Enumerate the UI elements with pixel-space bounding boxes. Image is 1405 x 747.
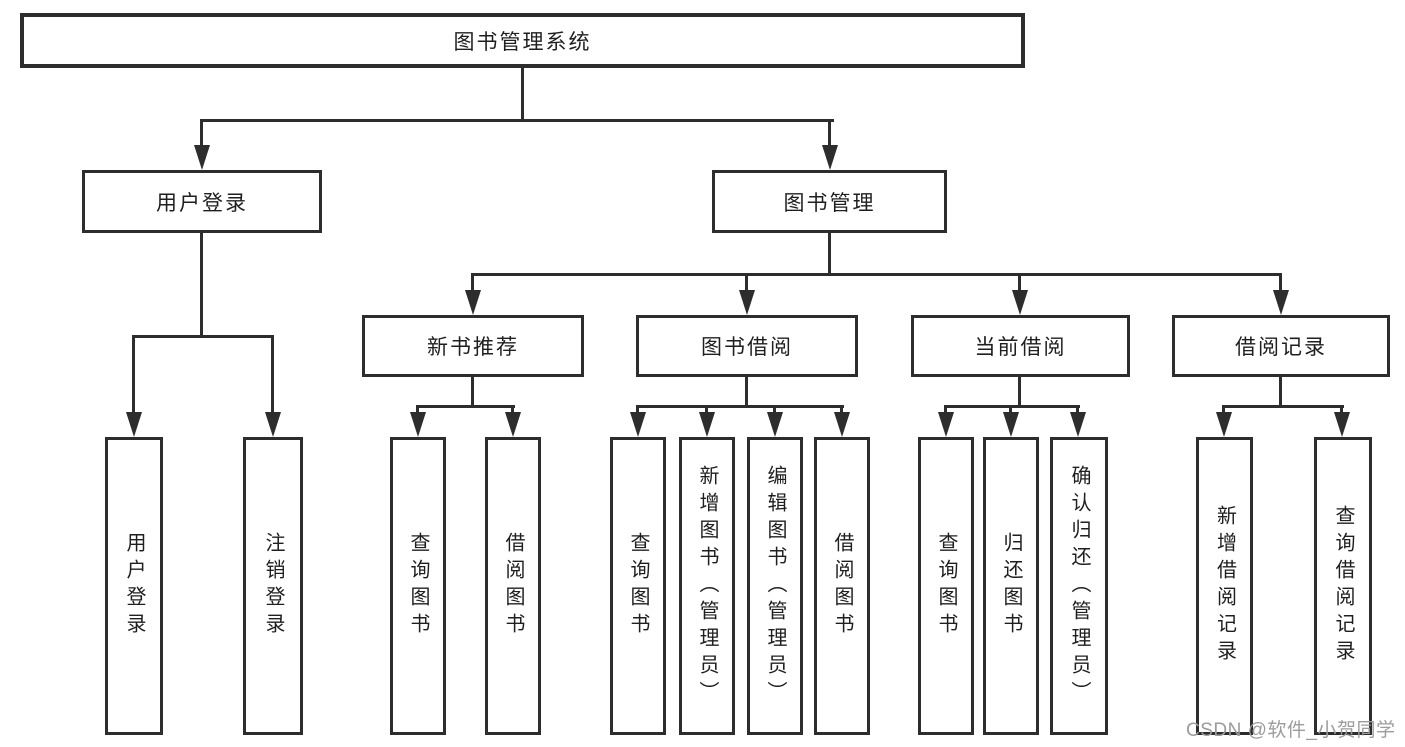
node-library-system: 图书管理系统 bbox=[20, 13, 1025, 68]
arrow-down-icon bbox=[1216, 412, 1232, 437]
arrow-down-icon bbox=[194, 145, 210, 170]
connector-line bbox=[773, 405, 776, 417]
arrow-down-icon bbox=[938, 412, 954, 437]
leaf-logout: 注销登录 bbox=[243, 437, 303, 735]
arrow-down-icon bbox=[1070, 412, 1086, 437]
leaf-confirm-return-admin: 确认归还（管理员） bbox=[1050, 437, 1108, 735]
arrow-down-icon bbox=[465, 290, 481, 315]
connector-line bbox=[840, 405, 843, 417]
leaf-add-borrow-record: 新增借阅记录 bbox=[1196, 437, 1253, 735]
leaf-borrow-books: 借阅图书 bbox=[814, 437, 870, 735]
leaf-query-borrow-record: 查询借阅记录 bbox=[1314, 437, 1372, 735]
leaf-borrow-books-label: 借阅图书 bbox=[831, 532, 853, 640]
leaf-return-book-label: 归还图书 bbox=[1000, 532, 1022, 640]
node-new-book-recommend: 新书推荐 bbox=[362, 315, 584, 377]
node-user-login: 用户登录 bbox=[82, 170, 322, 233]
connector-line bbox=[416, 405, 515, 408]
connector-line bbox=[944, 405, 1080, 408]
connector-line bbox=[471, 273, 474, 295]
connector-line bbox=[745, 377, 748, 405]
leaf-borrow-books-recommend: 借阅图书 bbox=[485, 437, 541, 735]
arrow-down-icon bbox=[1003, 412, 1019, 437]
node-new-book-recommend-label: 新书推荐 bbox=[427, 336, 519, 359]
node-current-borrow: 当前借阅 bbox=[911, 315, 1130, 377]
arrow-down-icon bbox=[265, 412, 281, 437]
connector-line bbox=[1018, 273, 1021, 295]
leaf-confirm-return-admin-label: 确认归还（管理员） bbox=[1068, 464, 1090, 708]
connector-line bbox=[1279, 273, 1282, 295]
leaf-edit-book-admin-label: 编辑图书（管理员） bbox=[764, 464, 786, 708]
leaf-return-book: 归还图书 bbox=[983, 437, 1039, 735]
arrow-down-icon bbox=[410, 412, 426, 437]
arrow-down-icon bbox=[739, 290, 755, 315]
connector-line bbox=[511, 405, 514, 417]
leaf-query-books-recommend-label: 查询图书 bbox=[407, 532, 429, 640]
leaf-query-books-borrow-label: 查询图书 bbox=[627, 532, 649, 640]
node-book-borrow-label: 图书借阅 bbox=[701, 336, 793, 359]
connector-line bbox=[1222, 405, 1225, 417]
connector-line bbox=[200, 119, 834, 122]
arrow-down-icon bbox=[1012, 290, 1028, 315]
arrow-down-icon bbox=[126, 412, 142, 437]
connector-line bbox=[416, 405, 419, 417]
connector-line bbox=[200, 119, 203, 150]
node-borrow-records-label: 借阅记录 bbox=[1235, 336, 1327, 359]
leaf-query-books-current: 查询图书 bbox=[918, 437, 974, 735]
connector-line bbox=[1018, 377, 1021, 405]
connector-line bbox=[132, 335, 135, 417]
connector-line bbox=[471, 377, 474, 405]
leaf-edit-book-admin: 编辑图书（管理员） bbox=[747, 437, 803, 735]
connector-line bbox=[944, 405, 947, 417]
connector-line bbox=[828, 233, 831, 273]
arrow-down-icon bbox=[630, 412, 646, 437]
arrow-down-icon bbox=[505, 412, 521, 437]
connector-line bbox=[471, 273, 1282, 276]
connector-line bbox=[521, 68, 524, 119]
connector-line bbox=[828, 119, 831, 150]
arrow-down-icon bbox=[822, 145, 838, 170]
connector-line bbox=[200, 233, 203, 335]
leaf-user-login: 用户登录 bbox=[105, 437, 163, 735]
leaf-borrow-books-recommend-label: 借阅图书 bbox=[502, 532, 524, 640]
connector-line bbox=[1340, 405, 1343, 417]
connector-line bbox=[745, 273, 748, 295]
arrow-down-icon bbox=[1273, 290, 1289, 315]
node-current-borrow-label: 当前借阅 bbox=[974, 336, 1067, 359]
leaf-add-book-admin-label: 新增图书（管理员） bbox=[696, 464, 718, 708]
leaf-query-borrow-record-label: 查询借阅记录 bbox=[1332, 505, 1354, 667]
connector-line bbox=[132, 335, 274, 338]
connector-line bbox=[636, 405, 639, 417]
arrow-down-icon bbox=[699, 412, 715, 437]
connector-line bbox=[636, 405, 844, 408]
connector-line bbox=[705, 405, 708, 417]
node-book-management: 图书管理 bbox=[712, 170, 947, 233]
node-book-management-label: 图书管理 bbox=[783, 191, 876, 215]
node-library-system-label: 图书管理系统 bbox=[453, 30, 592, 54]
connector-line bbox=[1222, 405, 1344, 408]
arrow-down-icon bbox=[1334, 412, 1350, 437]
leaf-query-books-current-label: 查询图书 bbox=[935, 532, 957, 640]
node-user-login-label: 用户登录 bbox=[156, 191, 248, 215]
leaf-user-login-label: 用户登录 bbox=[123, 532, 145, 640]
node-borrow-records: 借阅记录 bbox=[1172, 315, 1390, 377]
leaf-add-borrow-record-label: 新增借阅记录 bbox=[1213, 505, 1236, 667]
leaf-query-books-recommend: 查询图书 bbox=[390, 437, 446, 735]
node-book-borrow: 图书借阅 bbox=[636, 315, 858, 377]
arrow-down-icon bbox=[834, 412, 850, 437]
watermark-text: CSDN @软件_小贺同学 bbox=[1186, 720, 1396, 741]
arrow-down-icon bbox=[767, 412, 783, 437]
connector-line bbox=[1076, 405, 1079, 417]
leaf-add-book-admin: 新增图书（管理员） bbox=[679, 437, 735, 735]
leaf-logout-label: 注销登录 bbox=[262, 532, 284, 640]
connector-line bbox=[271, 335, 274, 417]
connector-line bbox=[1009, 405, 1012, 417]
connector-line bbox=[1279, 377, 1282, 405]
leaf-query-books-borrow: 查询图书 bbox=[610, 437, 666, 735]
